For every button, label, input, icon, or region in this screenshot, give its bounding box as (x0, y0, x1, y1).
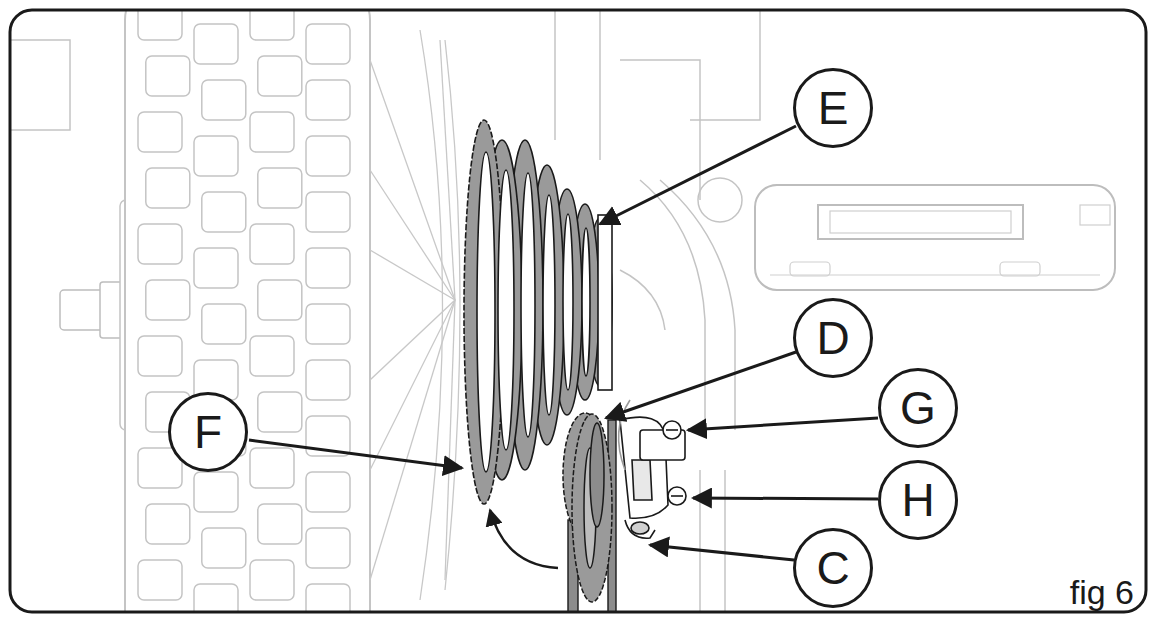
tire-knob (250, 112, 294, 152)
tire-knob (194, 584, 238, 612)
callout-circle: G (878, 368, 958, 448)
tire (125, 10, 370, 612)
figure-frame (10, 10, 1146, 612)
callout-letter: E (818, 85, 849, 131)
tire-knob (138, 112, 182, 152)
tire-knob (306, 360, 350, 400)
tire-knob (202, 192, 246, 232)
tire-knob (146, 504, 190, 544)
frame-part (10, 40, 70, 130)
derailleur (619, 400, 686, 538)
tire-knob (138, 10, 182, 40)
tire-knob (138, 560, 182, 600)
derailleur-pulleys (563, 413, 612, 602)
leader-line (650, 545, 794, 560)
tire-knob (146, 56, 190, 96)
tire-knob (194, 136, 238, 176)
tire-knob (202, 528, 246, 568)
tire-knob (306, 528, 350, 568)
tire-knob (306, 80, 350, 120)
tire-knob (146, 168, 190, 208)
tire-knob (202, 80, 246, 120)
tire-knobs (138, 10, 350, 612)
callout-circle: E (793, 68, 873, 148)
leader-line (693, 498, 878, 499)
tire-knob (258, 56, 302, 96)
tire-knob (146, 280, 190, 320)
tire-knob (250, 336, 294, 376)
tire-knob (306, 472, 350, 512)
leader-line (249, 440, 462, 468)
leader-line (600, 126, 796, 224)
tire-knob (250, 560, 294, 600)
callout-letter: H (901, 477, 934, 523)
tire-knob (194, 472, 238, 512)
spokes (370, 30, 460, 600)
tire-knob (306, 24, 350, 64)
tire-knob (306, 192, 350, 232)
illustration-body (10, 10, 1115, 612)
tire-knob (250, 224, 294, 264)
callout-letter: C (816, 545, 849, 591)
callout-letter: F (194, 409, 222, 455)
tire-knob (258, 392, 302, 432)
tire-knob (194, 248, 238, 288)
limit-screw (663, 421, 681, 439)
tire-knob (306, 248, 350, 288)
tire-knob (306, 584, 350, 612)
callout-circle: C (793, 528, 873, 608)
tire-knob (258, 168, 302, 208)
leader-line (688, 418, 878, 430)
tire-knob (306, 304, 350, 344)
tire-knob (306, 136, 350, 176)
tire-knob (250, 10, 294, 40)
callout-circle: H (878, 460, 958, 540)
callout-circle: F (168, 392, 248, 472)
tire-knob (202, 304, 246, 344)
tire-knob (138, 336, 182, 376)
tire-knob (250, 448, 294, 488)
pedal (755, 185, 1115, 290)
callout-letter: D (816, 315, 849, 361)
tire-knob (258, 280, 302, 320)
callout-circle: D (793, 298, 873, 378)
tire-knob (258, 504, 302, 544)
limit-screw (668, 487, 686, 505)
frame-tubes (555, 10, 760, 612)
leader-line (606, 352, 796, 418)
figure-label: fig 6 (1070, 575, 1134, 609)
callout-letter: G (900, 385, 936, 431)
tire-knob (138, 224, 182, 264)
tire-knob (194, 24, 238, 64)
motion-arrow (490, 510, 558, 568)
leader-lines (249, 126, 878, 560)
